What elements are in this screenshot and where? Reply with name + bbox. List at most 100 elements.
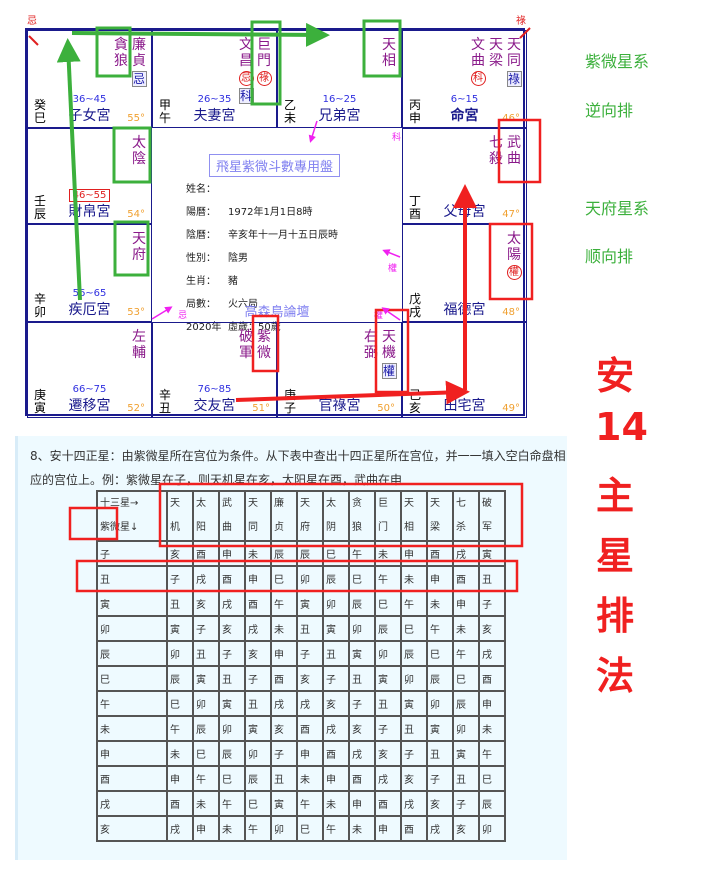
table-cell: 未	[192, 790, 220, 817]
star-header-cell: 天相	[400, 490, 428, 542]
age-range-text: 16~25	[322, 94, 357, 105]
table-row: 巳辰寅丑子酉亥子丑寅卯辰巳酉	[96, 665, 506, 692]
info-label: 陽曆：	[186, 207, 216, 218]
table-cell: 卯	[218, 715, 246, 742]
table-cell: 申	[192, 815, 220, 842]
table-cell: 午	[400, 590, 428, 617]
sihua-box-badge: 忌	[131, 71, 147, 87]
star: 天相	[381, 37, 397, 69]
info-row: 生肖：豬	[186, 272, 238, 287]
star-name: 天梁	[489, 37, 503, 69]
table-cell: 丑	[244, 690, 272, 717]
star: 太陰	[131, 135, 147, 167]
table-cell: 申	[296, 740, 324, 767]
table-cell: 巳	[478, 765, 506, 792]
big-title-char: 主	[595, 474, 634, 518]
age-range-text: 76~85	[197, 384, 232, 395]
table-cell: 午	[426, 615, 454, 642]
palace-stars: 天相	[381, 37, 397, 69]
table-cell: 丑	[270, 765, 298, 792]
table-cell: 亥	[452, 815, 480, 842]
table-cell: 酉	[374, 790, 402, 817]
table-cell: 辰	[426, 665, 454, 692]
table-cell: 子	[192, 615, 220, 642]
table-cell: 酉	[296, 715, 324, 742]
table-cell: 亥	[192, 590, 220, 617]
table-cell: 丑	[166, 590, 194, 617]
table-cell: 未	[218, 815, 246, 842]
star-header-cell: 七杀	[452, 490, 480, 542]
table-cell: 未	[478, 715, 506, 742]
star-lookup-table: 十三星→紫微星↓天机太阳武曲天同廉贞天府太阴贪狼巨门天相天梁七杀破军子亥酉申未辰…	[96, 490, 506, 842]
star: 左輔	[131, 329, 147, 361]
tianfu-direction-label: 顺向排	[585, 247, 634, 266]
table-cell: 未	[296, 765, 324, 792]
table-cell: 申	[478, 690, 506, 717]
age-range-text: 6~15	[450, 94, 479, 105]
table-cell: 辰	[96, 640, 168, 667]
ji-flying-marker: 忌	[178, 311, 188, 321]
palace-degree: 48°	[502, 307, 520, 318]
table-cell: 卯	[322, 590, 350, 617]
star: 武曲	[506, 135, 522, 167]
table-cell: 午	[374, 565, 402, 592]
star-char: 太	[326, 498, 336, 509]
table-cell: 亥	[296, 665, 324, 692]
palace-name: 疾厄宮	[68, 302, 111, 318]
table-cell: 未	[374, 540, 402, 567]
instruction-section: 8、安十四正星：由紫微星所在宫位为条件。从下表中查出十四正星所在宫位，并一一填入…	[15, 436, 567, 860]
star-char: 武	[222, 498, 232, 509]
table-cell: 未	[452, 615, 480, 642]
star-header-cell: 破军	[478, 490, 506, 542]
table-cell: 酉	[166, 790, 194, 817]
table-row: 午巳卯寅丑戌戌亥子丑寅卯辰申	[96, 690, 506, 717]
star-char: 七	[456, 498, 466, 509]
table-cell: 寅	[96, 590, 168, 617]
palace-name: 交友宮	[193, 398, 236, 414]
table-cell: 戌	[452, 540, 480, 567]
table-cell: 辰	[192, 715, 220, 742]
table-cell: 寅	[218, 690, 246, 717]
table-cell: 巳	[452, 665, 480, 692]
table-cell: 戌	[478, 640, 506, 667]
table-cell: 巳	[296, 815, 324, 842]
big-title-char: 星	[595, 534, 634, 578]
info-row: 陰曆：辛亥年十一月十五日辰時	[186, 226, 338, 241]
star: 天機權	[381, 329, 397, 379]
table-cell: 亥	[478, 615, 506, 642]
table-cell: 亥	[400, 765, 428, 792]
table-cell: 子	[270, 740, 298, 767]
table-cell: 申	[166, 765, 194, 792]
star-header-cell: 天梁	[426, 490, 454, 542]
palace-name: 命宮	[450, 108, 479, 124]
palace-stars: 武曲七殺	[488, 135, 522, 167]
forum-name[interactable]: 高森島論壇	[244, 305, 310, 320]
info-value: 豬	[228, 276, 238, 287]
star: 貪狼	[113, 37, 129, 87]
table-cell: 申	[270, 640, 298, 667]
table-cell: 午	[218, 790, 246, 817]
stem-branch: 丙申	[409, 98, 422, 125]
star-name: 天相	[382, 37, 396, 69]
ziwei-series-label: 紫微星系	[585, 52, 650, 71]
stem-branch: 庚寅	[34, 388, 47, 415]
table-cell: 寅	[452, 740, 480, 767]
star-name: 廉貞	[132, 37, 146, 69]
table-cell: 戌	[218, 590, 246, 617]
palace-degree: 54°	[127, 209, 145, 220]
table-cell: 卯	[166, 640, 194, 667]
table-cell: 辰	[452, 690, 480, 717]
table-cell: 丑	[426, 740, 454, 767]
